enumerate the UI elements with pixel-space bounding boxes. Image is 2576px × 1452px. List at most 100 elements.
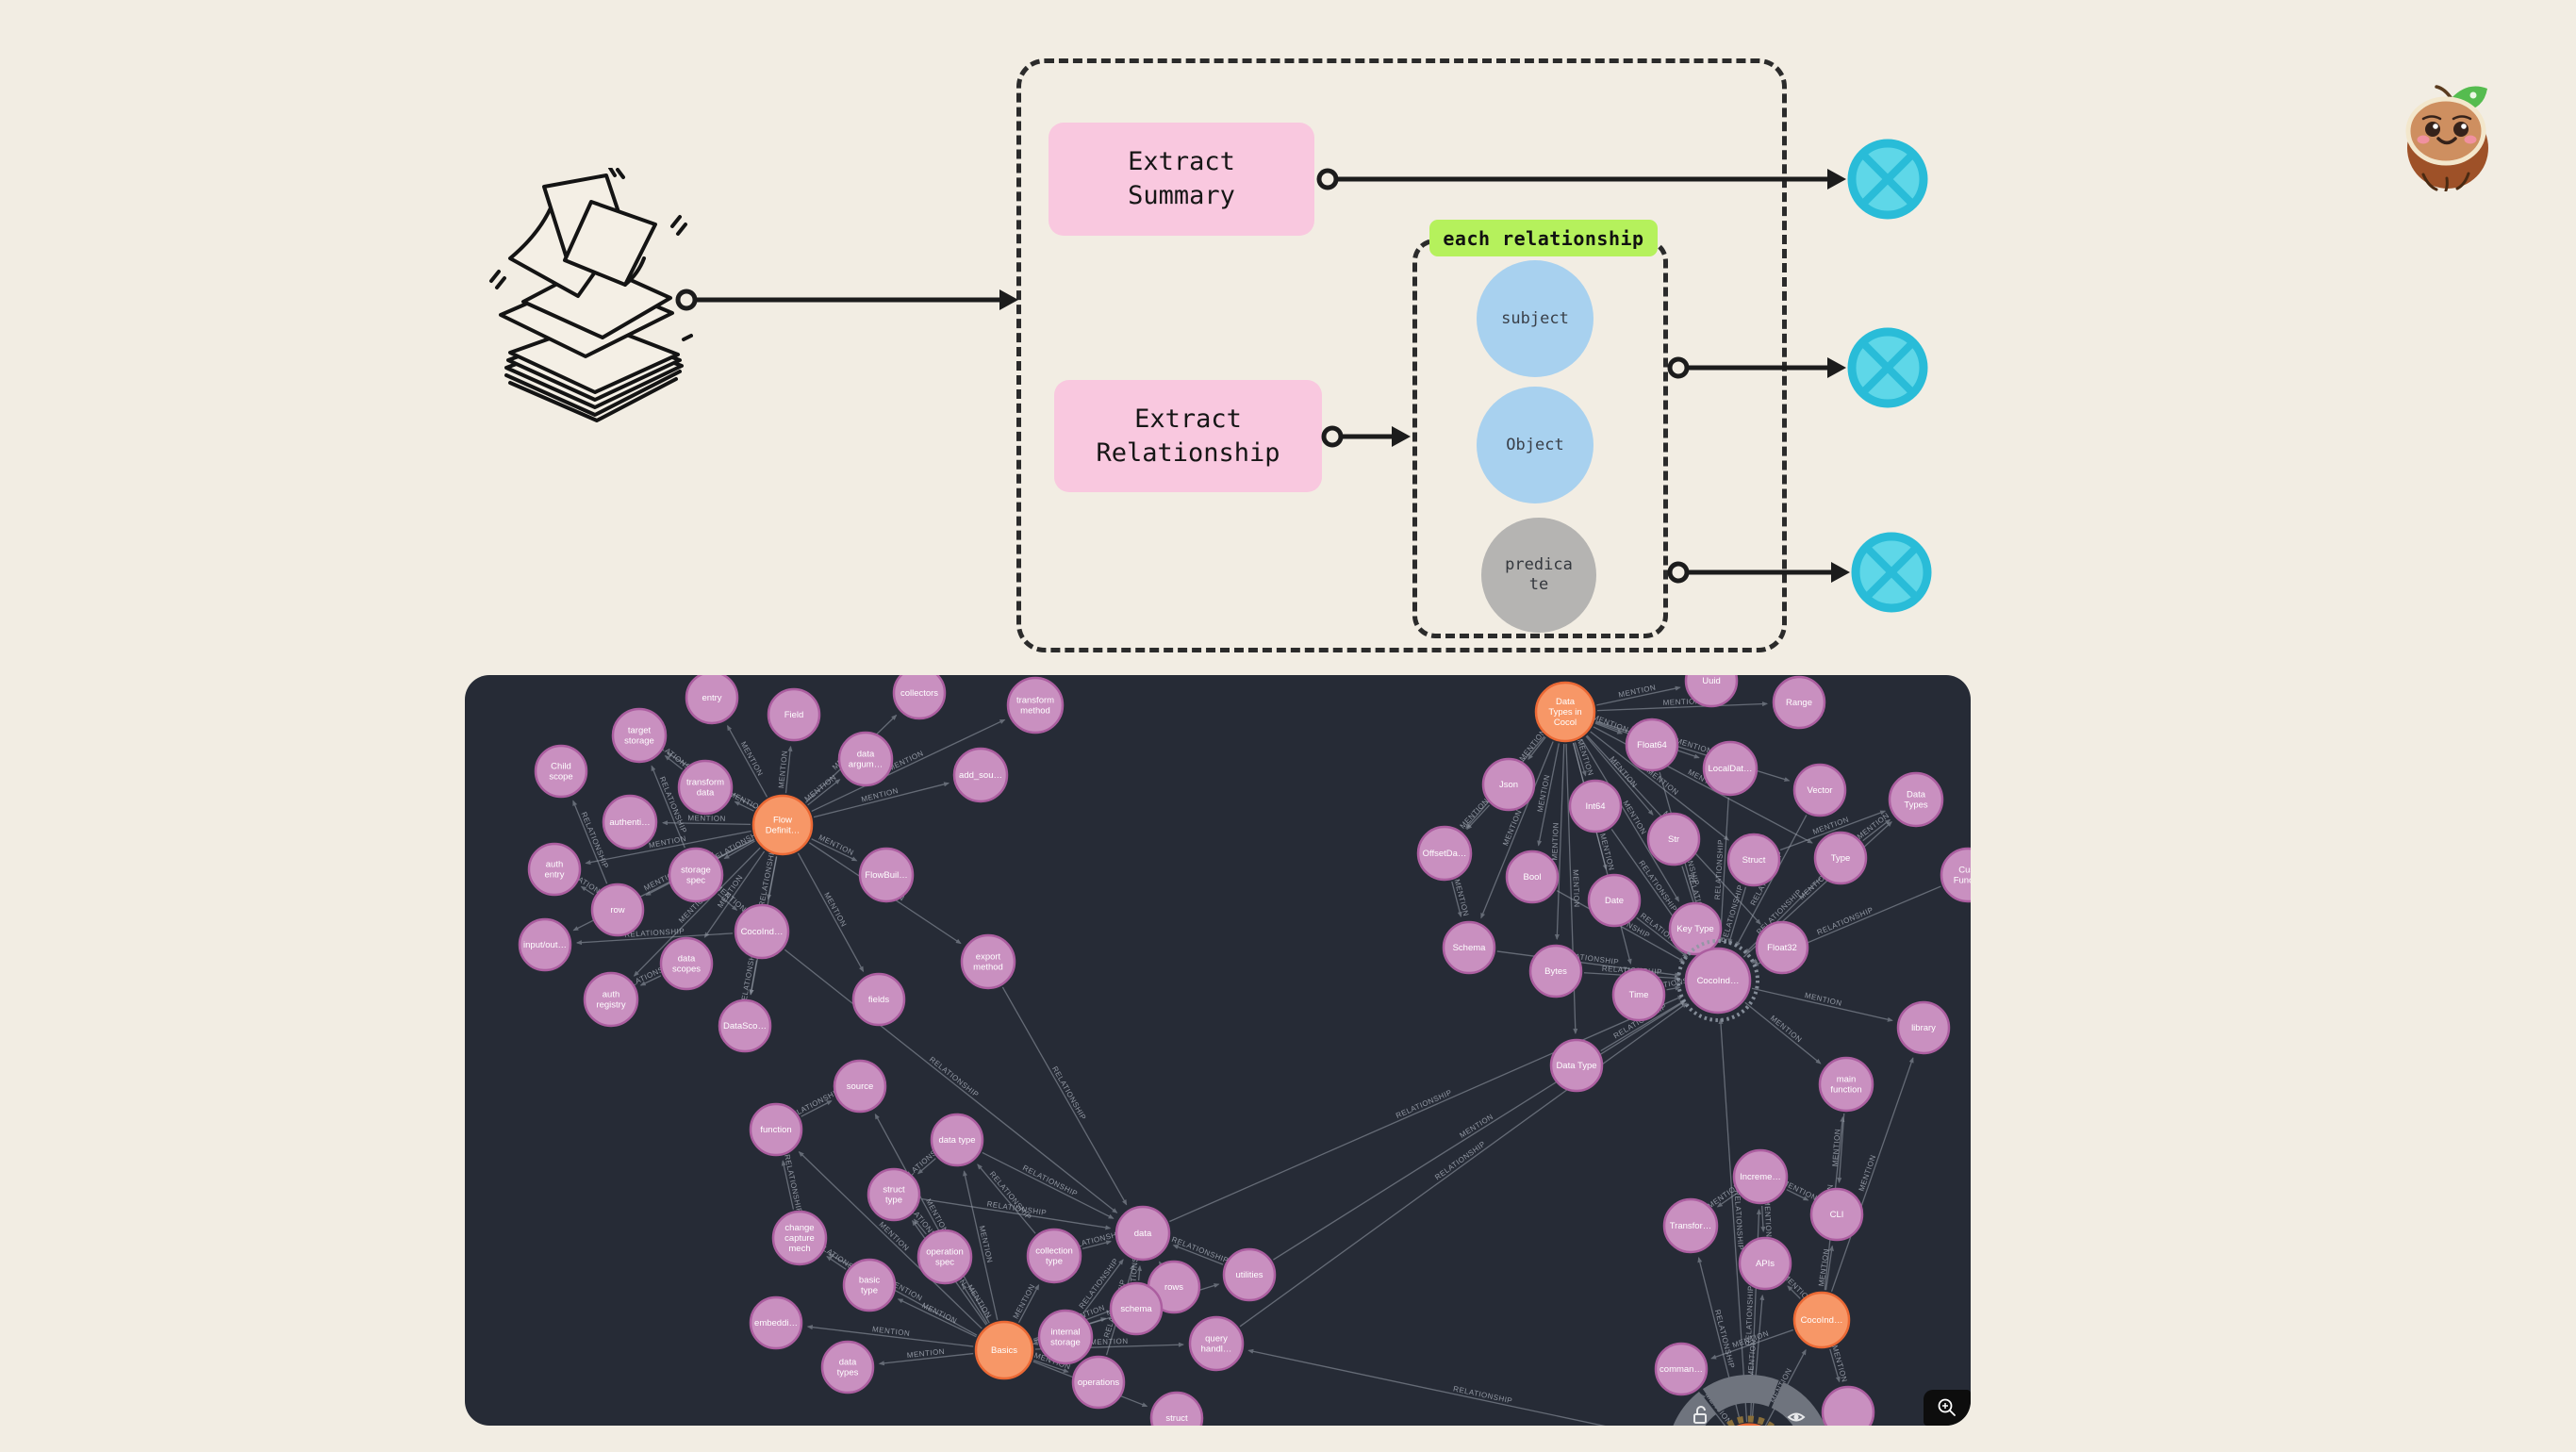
graph-node[interactable]: Float64 [1625,718,1679,772]
graph-node-label: Json [1499,780,1518,790]
graph-node[interactable]: Vector [1792,763,1847,817]
graph-node[interactable]: Field [767,687,821,742]
graph-node[interactable]: Schema [1442,920,1496,975]
graph-node-label: DataSco… [723,1021,767,1031]
graph-node[interactable]: Time [1611,967,1666,1022]
graph-node[interactable]: embeddi… [749,1295,803,1350]
graph-node[interactable]: Data Type [1549,1038,1604,1093]
graph-node-label: Bytes [1544,966,1567,977]
edge-label: MENTION [803,773,838,803]
graph-node[interactable]: data type [930,1113,984,1167]
graph-node[interactable]: Str [1646,812,1701,866]
graph-node[interactable]: Bool [1505,850,1560,904]
graph-node-orange[interactable]: Basics [974,1320,1034,1380]
graph-node[interactable]: Uuid [1684,675,1739,708]
graph-node[interactable]: data [1115,1205,1171,1262]
graph-node[interactable]: LocalDat… [1702,740,1759,797]
graph-node[interactable]: CustFunc… [1940,847,1971,903]
graph-node[interactable]: schema [1109,1281,1164,1336]
graph-node[interactable]: add_sou… [952,747,1009,803]
subject-circle-label: subject [1501,309,1569,328]
graph-node[interactable]: FlowBuil… [858,847,915,903]
graph-node[interactable]: entry [685,675,739,725]
graph-node[interactable]: DataSco… [718,998,772,1053]
each-relationship-tag: each relationship [1429,220,1658,256]
graph-node-label: add_sou… [959,770,1002,781]
graph-node[interactable]: library [1896,1000,1951,1055]
graph-node[interactable]: utilities [1222,1247,1277,1302]
graph-node[interactable]: CocoInd… [1676,939,1759,1022]
graph-node[interactable]: Transfor… [1662,1197,1719,1254]
graph-node-label: CocoInd… [1801,1315,1843,1326]
extract-relationship-box[interactable]: Extract Relationship [1054,380,1322,492]
graph-node[interactable]: CLI [1809,1187,1864,1242]
graph-node-label: comman… [1660,1364,1703,1375]
graph-node[interactable]: authenti… [602,794,658,850]
graph-node[interactable]: struct [1149,1391,1204,1426]
graph-node-label: data type [938,1135,975,1146]
graph-node[interactable]: row [590,883,645,937]
graph-node[interactable]: Int64 [1568,779,1623,833]
graph-node[interactable]: Range [1772,675,1826,730]
eye-icon[interactable] [1787,1412,1806,1422]
graph-node[interactable]: Struct [1726,833,1781,887]
graph-node[interactable]: Type [1813,831,1868,885]
graph-node-orange[interactable]: CocoInd… [1792,1291,1851,1349]
graph-node-label: struct [1165,1413,1188,1424]
graph-node[interactable]: collectors [892,675,947,720]
graph-node[interactable]: Bytes [1528,944,1583,998]
graph-node[interactable]: source [833,1059,887,1114]
unlock-icon[interactable] [1693,1406,1707,1424]
graph-node[interactable]: function [749,1102,803,1157]
graph-node[interactable]: Float32 [1755,920,1809,975]
graph-node[interactable]: Date [1587,873,1642,928]
extract-summary-box[interactable]: Extract Summary [1049,123,1314,236]
graph-node[interactable]: fields [851,972,906,1027]
graph-node[interactable]: Json [1481,757,1536,812]
graph-node-selected[interactable] [1673,1375,1825,1426]
edge-label: MENTION [872,1325,911,1338]
graph-node[interactable]: Increme… [1732,1148,1789,1205]
graph-node[interactable]: OffsetDa… [1416,825,1473,882]
graph-node-label: schema [1120,1304,1152,1314]
zoom-in-button[interactable] [1924,1390,1971,1426]
graph-node[interactable]: CocoInd… [734,903,790,960]
graph-node[interactable]: comman… [1654,1342,1709,1396]
graph-node[interactable]: input/out… [518,917,572,972]
graph-node[interactable]: Key Type [1668,901,1723,956]
edge-label: RELATIONSHIP [1744,1285,1756,1345]
edge-label: MENTION [1090,1337,1129,1346]
graph-node[interactable]: APIs [1738,1236,1792,1291]
graph-node[interactable]: operations [1071,1355,1126,1410]
graph-node[interactable] [1821,1385,1875,1426]
